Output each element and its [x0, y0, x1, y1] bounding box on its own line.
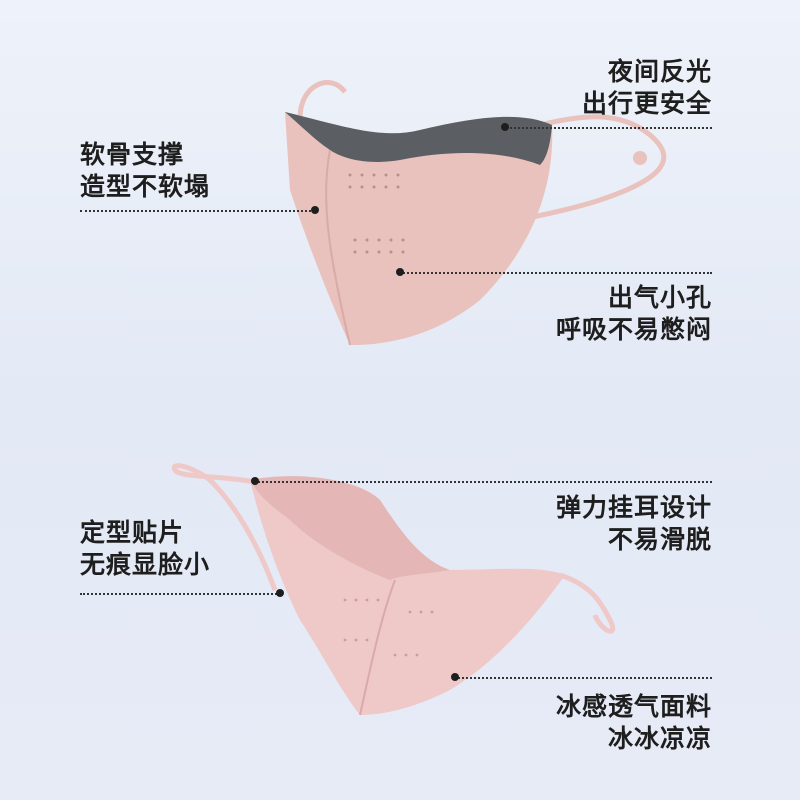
ear-loop-bottom — [171, 463, 616, 634]
leader-line — [505, 127, 712, 129]
annotation-patch: 定型贴片 无痕显脸小 — [80, 517, 210, 581]
adjuster-bead — [633, 151, 647, 165]
annotation-subtitle: 无痕显脸小 — [80, 550, 211, 579]
leader-dot — [311, 206, 319, 214]
annotation-title: 冰感透气面料 — [555, 692, 712, 721]
leader-line — [400, 272, 712, 274]
annotation-subtitle: 冰冰凉凉 — [607, 724, 712, 753]
leader-line — [255, 481, 712, 483]
mask-top-body — [285, 112, 553, 345]
annotation-subtitle: 造型不软塌 — [80, 172, 211, 201]
annotation-title: 定型贴片 — [80, 518, 185, 547]
annotation-title: 出气小孔 — [607, 283, 712, 312]
annotation-reflective: 夜间反光 出行更安全 — [582, 56, 712, 120]
leader-line — [80, 210, 315, 212]
annotation-support: 软骨支撑 造型不软塌 — [80, 139, 210, 203]
annotation-fabric: 冰感透气面料 冰冰凉凉 — [556, 691, 712, 755]
leader-line — [455, 677, 712, 679]
leader-dot — [396, 268, 404, 276]
annotation-title: 弹力挂耳设计 — [555, 493, 712, 522]
annotation-title: 夜间反光 — [607, 57, 712, 86]
annotation-title: 软骨支撑 — [80, 140, 185, 169]
vent-holes-bottom — [343, 598, 434, 657]
leader-dot — [251, 477, 259, 485]
leader-dot — [451, 673, 459, 681]
vent-holes-top — [348, 173, 405, 254]
annotation-subtitle: 出行更安全 — [581, 89, 712, 118]
annotation-subtitle: 呼吸不易憋闷 — [555, 315, 712, 344]
ear-loop-top — [297, 80, 667, 223]
leader-dot — [501, 123, 509, 131]
annotation-subtitle: 不易滑脱 — [607, 525, 712, 554]
leader-dot — [276, 589, 284, 597]
leader-line — [80, 593, 280, 595]
annotation-ear-loop: 弹力挂耳设计 不易滑脱 — [556, 492, 712, 556]
annotation-vents: 出气小孔 呼吸不易憋闷 — [556, 282, 712, 346]
reflective-band — [285, 112, 552, 165]
